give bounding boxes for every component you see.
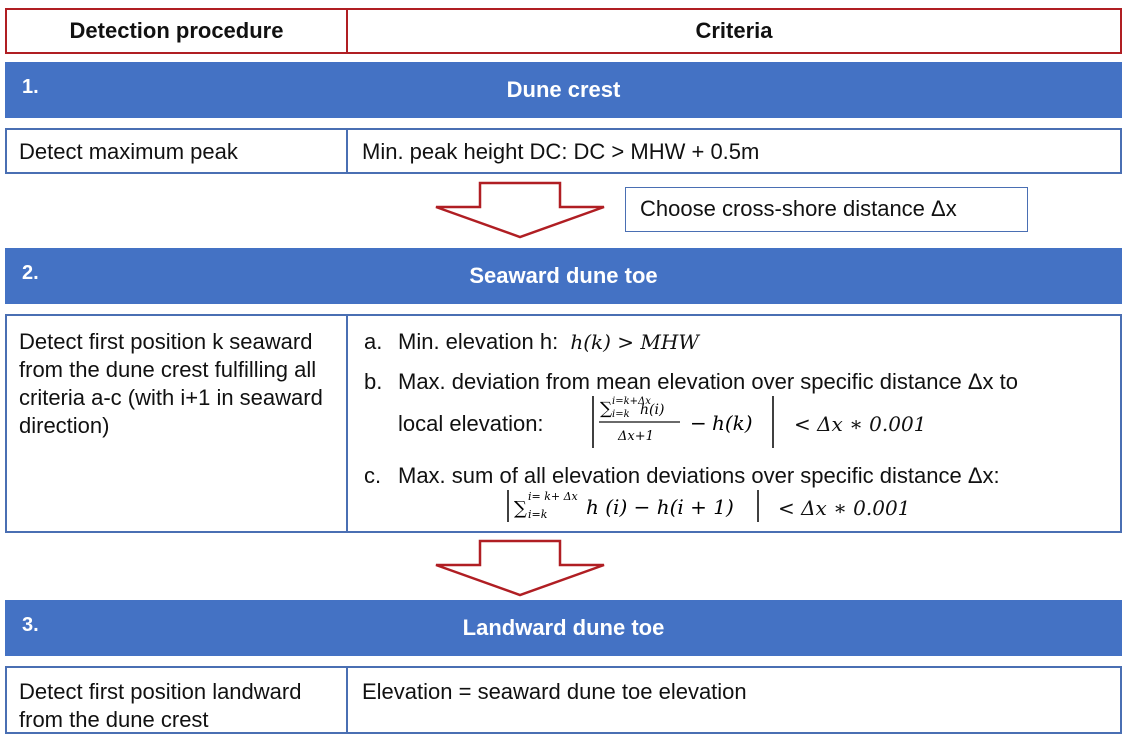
svg-text:i= k+ Δx: i= k+ Δx: [528, 490, 579, 503]
down-arrow-icon: [435, 539, 605, 597]
svg-text:h (i) − h(i + 1): h (i) − h(i + 1): [586, 495, 734, 519]
criterion-a-formula: h(k) > MHW: [570, 330, 699, 354]
criterion-c: c. Max. sum of all elevation deviations o…: [364, 462, 1000, 490]
svg-text:i=k: i=k: [612, 409, 630, 420]
criterion-c-formula: ∑ i= k+ Δx i=k h (i) − h(i + 1): [506, 486, 766, 526]
svg-text:h(k): h(k): [712, 411, 753, 435]
svg-text:i=k+Δx: i=k+Δx: [612, 396, 651, 407]
criterion-c-formula-graphic: ∑ i= k+ Δx i=k h (i) − h(i + 1): [507, 490, 759, 522]
svg-text:−: −: [690, 411, 707, 435]
section-1-criteria-text: Min. peak height DC: DC > MHW + 0.5m: [362, 139, 760, 164]
criterion-b: b. Max. deviation from mean elevation ove…: [364, 368, 1018, 396]
section-3-procedure-text: Detect first position landward from the …: [19, 679, 302, 732]
section-2-title: Seaward dune toe: [469, 263, 658, 288]
section-2-number: 2.: [22, 262, 39, 284]
section-2-criteria: a. Min. elevation h: h(k) > MHW b. Max. de…: [346, 314, 1122, 533]
section-3-criteria: Elevation = seaward dune toe elevation: [346, 666, 1122, 734]
header-procedure: Detection procedure: [5, 8, 348, 54]
criterion-a-text: Min. elevation h:: [398, 329, 559, 354]
down-arrow-icon: [435, 181, 605, 239]
header-procedure-label: Detection procedure: [69, 18, 284, 43]
criterion-a: a. Min. elevation h: h(k) > MHW: [364, 328, 699, 356]
criterion-b-line2: local elevation:: [398, 410, 544, 438]
criterion-c-formula-tail: < Δx ∗ 0.001: [778, 496, 911, 520]
section-2-band: 2. Seaward dune toe: [5, 248, 1122, 304]
svg-text:h(i): h(i): [640, 402, 664, 418]
criterion-b-formula-graphic: ∑ i=k+Δx i=k h(i) Δx+1 − h(k): [592, 396, 774, 448]
svg-text:Δx+1: Δx+1: [617, 429, 654, 444]
section-1-band: 1. Dune crest: [5, 62, 1122, 118]
cross-shore-distance-text: Choose cross-shore distance Δx: [640, 196, 957, 221]
section-3-band: 3. Landward dune toe: [5, 600, 1122, 656]
criterion-c-text: Max. sum of all elevation deviations ove…: [398, 463, 1000, 488]
section-3-criteria-text: Elevation = seaward dune toe elevation: [362, 679, 747, 704]
section-1-number: 1.: [22, 76, 39, 98]
criterion-b-formula-tail: < Δx ∗ 0.001: [794, 412, 927, 436]
section-2-procedure-text: Detect first position k seaward from the…: [19, 329, 323, 438]
svg-text:∑: ∑: [514, 498, 527, 519]
criterion-c-letter: c.: [364, 463, 382, 488]
header-criteria-label: Criteria: [695, 18, 773, 43]
svg-text:i=k: i=k: [528, 508, 548, 521]
section-3-title: Landward dune toe: [462, 615, 665, 640]
section-1-procedure-text: Detect maximum peak: [19, 139, 238, 164]
section-1-title: Dune crest: [506, 77, 621, 102]
section-1-criteria: Min. peak height DC: DC > MHW + 0.5m: [346, 128, 1122, 174]
criterion-b-text2: local elevation:: [398, 411, 544, 436]
section-3-number: 3.: [22, 614, 39, 636]
header-criteria: Criteria: [346, 8, 1122, 54]
criterion-b-text: Max. deviation from mean elevation over …: [398, 369, 1018, 394]
criterion-b-formula: ∑ i=k+Δx i=k h(i) Δx+1 − h(k): [590, 392, 930, 452]
criterion-a-letter: a.: [364, 329, 383, 354]
svg-text:∑: ∑: [600, 399, 612, 419]
section-1-procedure: Detect maximum peak: [5, 128, 348, 174]
section-3-procedure: Detect first position landward from the …: [5, 666, 348, 734]
cross-shore-distance-note: Choose cross-shore distance Δx: [625, 187, 1028, 232]
criterion-b-letter: b.: [364, 369, 383, 394]
section-2-procedure: Detect first position k seaward from the…: [5, 314, 348, 533]
